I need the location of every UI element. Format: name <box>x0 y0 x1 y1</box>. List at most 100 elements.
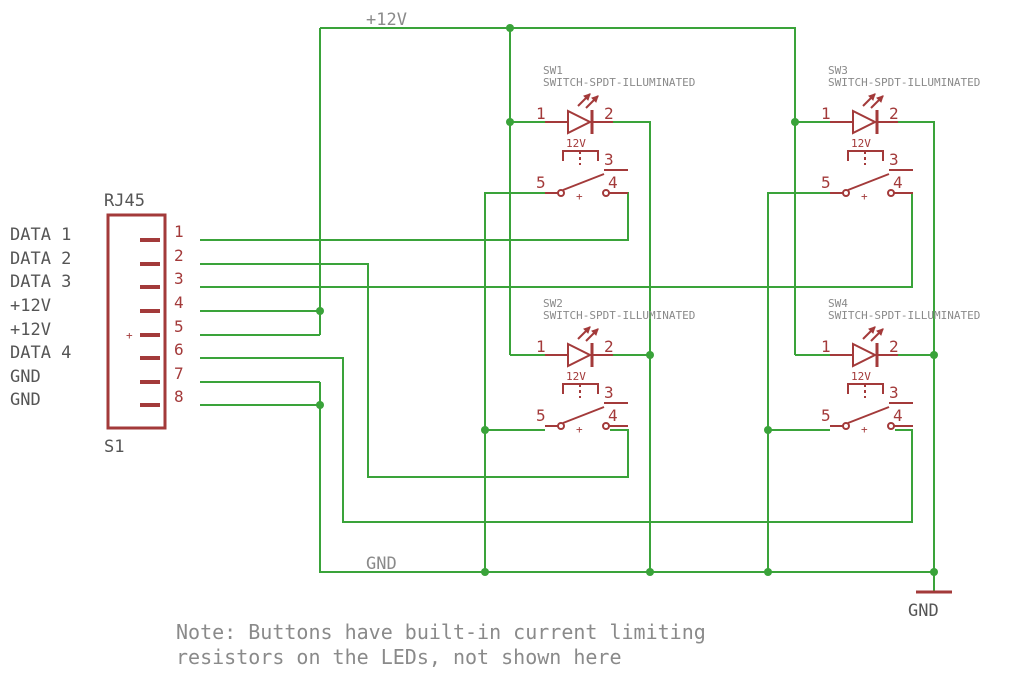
connector-pin-number: 2 <box>174 246 184 265</box>
switch-ref: SW1 <box>543 64 563 77</box>
switch-sw2: SW2 SWITCH-SPDT-ILLUMINATED 12V 1 2 + 3 <box>536 297 695 436</box>
switch-pin-1: 1 <box>536 337 546 356</box>
switch-pin-3: 3 <box>889 150 899 169</box>
connector-pin-number: 1 <box>174 222 184 241</box>
switch-ref: SW2 <box>543 297 563 310</box>
connector-pin-number: 6 <box>174 340 184 359</box>
svg-text:+: + <box>861 423 868 436</box>
switch-ref: SW3 <box>828 64 848 77</box>
net-label-gnd: GND <box>366 554 397 574</box>
junction-dot <box>930 351 938 359</box>
led-voltage-label: 12V <box>851 370 871 383</box>
led-symbol <box>545 93 613 135</box>
connector-pin-number: 8 <box>174 387 184 406</box>
switch-value: SWITCH-SPDT-ILLUMINATED <box>543 309 695 322</box>
connector-pin-number: 3 <box>174 269 184 288</box>
switch-value: SWITCH-SPDT-ILLUMINATED <box>543 76 695 89</box>
signal-label: DATA 2 <box>10 249 71 269</box>
signal-label: GND <box>10 367 41 387</box>
note: Note: Buttons have built-in current limi… <box>176 620 706 669</box>
wire-12v-bus <box>320 27 796 355</box>
switch-sw1: SW1 SWITCH-SPDT-ILLUMINATED 12V 1 2 + 3 <box>536 64 695 203</box>
switch-ref: SW4 <box>828 297 848 310</box>
junction-dot <box>316 401 324 409</box>
switch-actuator: + <box>830 383 913 436</box>
switch-pin-2: 2 <box>604 104 614 123</box>
switch-pin-2: 2 <box>604 337 614 356</box>
junction-dot <box>791 118 799 126</box>
connector-signal-labels: DATA 1 DATA 2 DATA 3 +12V +12V DATA 4 GN… <box>10 225 71 410</box>
wire-gnd-col1 <box>484 192 545 572</box>
switch-pin-4: 4 <box>893 406 903 425</box>
signal-label: +12V <box>10 296 51 316</box>
junction-dot <box>481 568 489 576</box>
junction-dot <box>646 568 654 576</box>
signal-label: +12V <box>10 320 51 340</box>
note-line-2: resistors on the LEDs, not shown here <box>176 645 622 669</box>
switch-pin-3: 3 <box>889 383 899 402</box>
switch-actuator: + <box>545 150 628 203</box>
switch-pin-4: 4 <box>893 173 903 192</box>
connector-pin-number: 4 <box>174 293 184 312</box>
wire-gnd-col3 <box>767 192 830 572</box>
switch-sw4: SW4 SWITCH-SPDT-ILLUMINATED 12V 1 2 + 3 <box>821 297 980 436</box>
switch-pin-1: 1 <box>821 104 831 123</box>
connector-plus-mark: + <box>126 329 133 342</box>
switch-pin-5: 5 <box>536 173 546 192</box>
signal-label: GND <box>10 390 41 410</box>
switch-pin-3: 3 <box>604 383 614 402</box>
junction-dot <box>481 426 489 434</box>
connector-name: RJ45 <box>104 191 145 211</box>
junction-dot <box>646 351 654 359</box>
connector-pin-number: 5 <box>174 317 184 336</box>
junctions <box>316 24 938 576</box>
junction-dot <box>506 24 514 32</box>
led-voltage-label: 12V <box>566 137 586 150</box>
connector-ref: S1 <box>104 437 124 457</box>
wire-data2 <box>200 263 629 478</box>
switch-actuator: + <box>830 150 913 203</box>
switch-pin-1: 1 <box>536 104 546 123</box>
switch-pin-2: 2 <box>889 104 899 123</box>
switch-sw3: SW3 SWITCH-SPDT-ILLUMINATED 12V 1 2 + 3 <box>821 64 980 203</box>
connector-pin-number: 7 <box>174 364 184 383</box>
switch-pin-1: 1 <box>821 337 831 356</box>
signal-label: DATA 3 <box>10 272 71 292</box>
junction-dot <box>764 426 772 434</box>
switch-actuator: + <box>545 383 628 436</box>
switch-pin-2: 2 <box>889 337 899 356</box>
led-voltage-label: 12V <box>851 137 871 150</box>
connector-pin-numbers: 1 2 3 4 5 6 7 8 <box>174 222 184 406</box>
switch-pin-4: 4 <box>608 406 618 425</box>
wire-gnd-col4 <box>897 121 935 572</box>
svg-text:+: + <box>576 423 583 436</box>
switch-value: SWITCH-SPDT-ILLUMINATED <box>828 309 980 322</box>
svg-text:+: + <box>861 190 868 203</box>
wires <box>200 27 935 573</box>
led-symbol <box>830 93 898 135</box>
rj45-connector: RJ45 S1 + 1 2 3 4 5 6 7 8 DATA 1 DATA 2 <box>10 191 184 457</box>
signal-label: DATA 1 <box>10 225 71 245</box>
switch-pin-5: 5 <box>821 173 831 192</box>
wire-gnd-col2 <box>613 121 651 572</box>
wire-data1 <box>200 192 629 241</box>
connector-pin-bars <box>140 238 160 407</box>
switch-pin-5: 5 <box>821 406 831 425</box>
led-symbol <box>830 326 898 368</box>
net-label-12v: +12V <box>366 10 407 30</box>
switch-pin-4: 4 <box>608 173 618 192</box>
svg-text:+: + <box>576 190 583 203</box>
net-labels: +12V GND GND <box>366 10 952 621</box>
switch-pin-3: 3 <box>604 150 614 169</box>
connector-body <box>106 213 167 430</box>
gnd-symbol-label: GND <box>908 601 939 621</box>
switch-value: SWITCH-SPDT-ILLUMINATED <box>828 76 980 89</box>
wire-gnd-bus <box>319 382 934 573</box>
junction-dot <box>506 118 514 126</box>
switch-pin-5: 5 <box>536 406 546 425</box>
led-symbol <box>545 326 613 368</box>
wire-data4 <box>200 357 913 523</box>
junction-dot <box>316 307 324 315</box>
junction-dot <box>764 568 772 576</box>
